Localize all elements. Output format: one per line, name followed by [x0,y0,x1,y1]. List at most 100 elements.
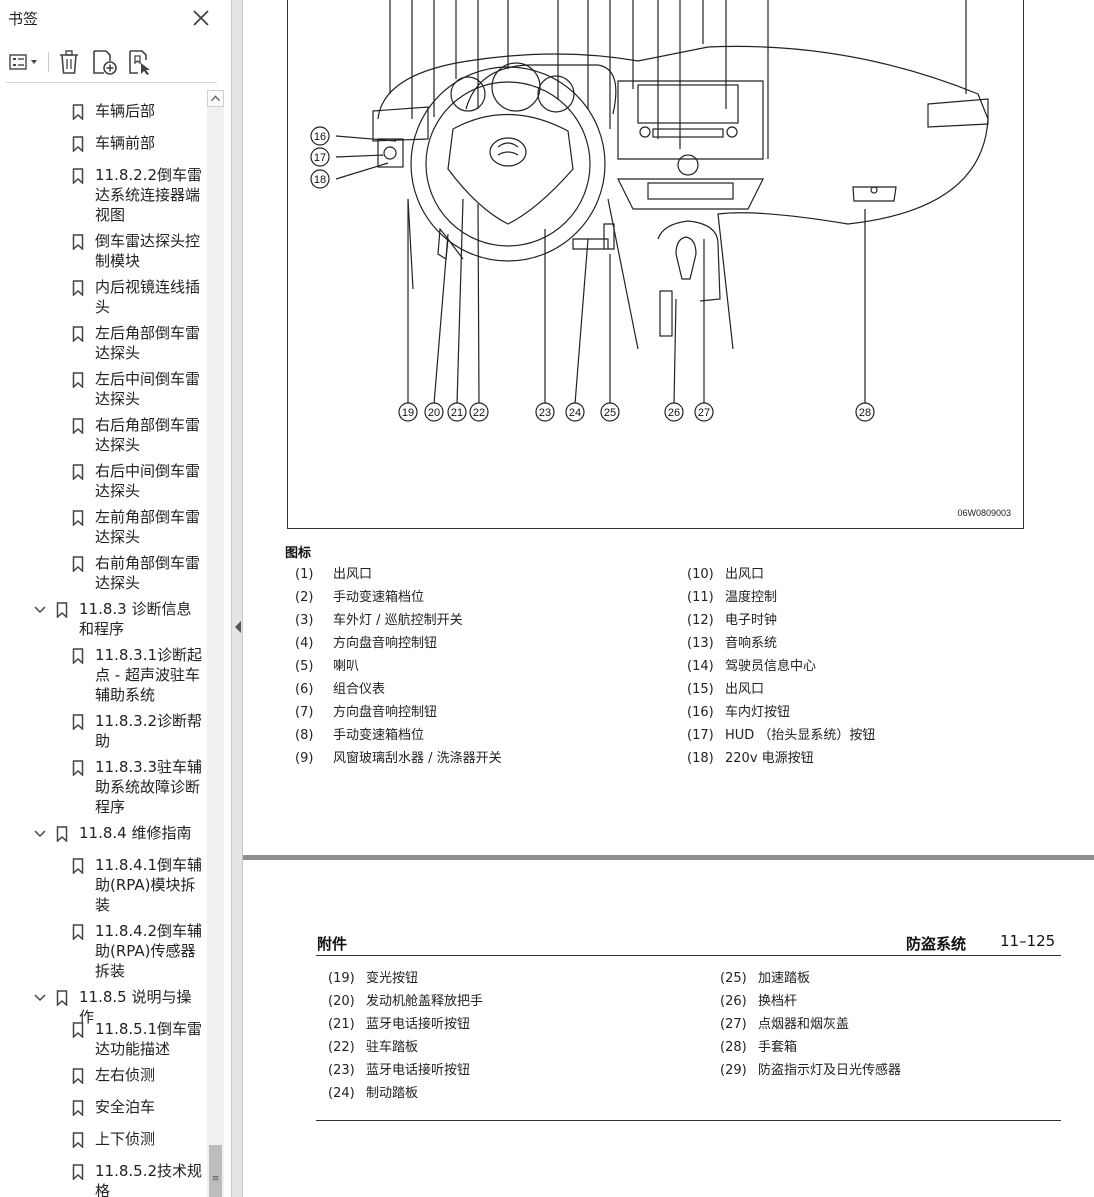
chevron-down-icon[interactable] [33,991,47,1005]
legend-text: 蓝牙电话接听按钮 [366,1063,471,1078]
callout-circle [664,402,684,422]
scroll-up-icon[interactable] [207,90,224,107]
chevron-down-icon[interactable] [33,827,47,841]
bookmark-item[interactable]: 11.8.3 诊断信息和程序 [0,599,207,639]
bookmark-icon [56,990,68,1006]
bookmark-tree: – - [0,84,207,1197]
scrollbar-thumb[interactable]: ≡ [209,1145,222,1197]
bookmark-item[interactable]: 左前角部倒车雷达探头 [0,507,207,547]
legend-number: (13) [687,636,714,651]
bookmark-item[interactable]: 11.8.4.1倒车辅助(RPA)模块拆装 [0,855,207,915]
bookmark-label: 11.8.3 诊断信息和程序 [79,600,192,638]
legend-number: (19) [328,971,355,986]
bookmark-item[interactable]: 11.8.5.2技术规格 [0,1161,207,1197]
chevron-down-icon[interactable] [33,603,47,617]
legend-number: (26) [720,994,747,1009]
collapse-arrow-icon[interactable] [234,620,242,634]
legend-number: (12) [687,613,714,628]
bookmark-label: 上下侦测 [95,1130,156,1148]
bookmark-icon [72,924,84,940]
bookmark-label: 倒车雷达探头控制模块 [95,232,201,270]
bookmark-icon [72,136,84,152]
bookmark-icon [72,1164,84,1180]
bookmark-item[interactable]: 11.8.4 维修指南 [0,823,207,843]
legend-row: (26)换档杆 [720,994,797,1010]
bookmark-item[interactable]: 11.8.3.3驻车辅助系统故障诊断程序 [0,757,207,817]
bookmark-label: 11.8.5.1倒车雷达功能描述 [95,1020,203,1058]
bookmark-item[interactable]: 左后中间倒车雷达探头 [0,369,207,409]
legend-row: (29)防盗指示灯及日光传感器 [720,1063,901,1079]
legend-row: (28)手套箱 [720,1040,797,1056]
bookmark-item[interactable]: 右后角部倒车雷达探头 [0,415,207,455]
bookmark-item[interactable]: 内后视镜连线插头 [0,277,207,317]
bookmark-label: 车辆前部 [95,134,156,152]
add-bookmark-icon[interactable] [90,48,118,76]
bookmark-item[interactable]: 右前角部倒车雷达探头 [0,553,207,593]
bookmark-item[interactable]: 安全泊车 [0,1097,207,1117]
bookmark-label: 左后中间倒车雷达探头 [95,370,201,408]
bookmark-item[interactable]: 车辆前部 [0,133,207,153]
bookmark-item[interactable]: 11.8.5.1倒车雷达功能描述 [0,1019,207,1059]
header-rule [316,955,1061,956]
find-bookmark-icon[interactable] [126,48,154,76]
callout-number: 27 [698,407,710,419]
bookmark-item[interactable]: 11.8.3.2诊断帮助 [0,711,207,751]
bookmark-item[interactable]: 左后角部倒车雷达探头 [0,323,207,363]
close-icon[interactable] [190,7,212,29]
legend-row: (4)方向盘音响控制钮 [295,636,437,652]
legend-text: 加速踏板 [758,971,811,986]
bookmark-item[interactable]: 左右侦测 [0,1065,207,1085]
bookmark-label: 11.8.3.1诊断起点 - 超声波驻车辅助系统 [95,646,203,704]
legend-row: (13)音响系统 [687,636,777,652]
legend-row: (2)手动变速箱档位 [295,590,424,606]
callout-number: 18 [314,174,326,186]
trash-icon[interactable] [56,48,82,76]
bookmark-icon [72,714,84,730]
bookmark-icon [72,510,84,526]
legend-number: (17) [687,728,714,743]
bookmark-item-partial: – - [95,84,205,92]
scrollbar-grip: ≡ [211,1174,220,1184]
legend-row: (23) 蓝牙电话接听按钮 [328,1063,470,1079]
legend-row: (22)驻车踏板 [328,1040,418,1056]
bookmark-item[interactable]: 11.8.4.2倒车辅助(RPA)传感器拆装 [0,921,207,981]
bookmark-item[interactable]: 11.8.5 说明与操作 [0,987,207,1026]
bookmark-label: 11.8.5 说明与操作 [79,988,192,1026]
sidebar-scrollbar[interactable]: ≡ [207,90,224,1197]
legend-number: (3) [295,613,314,628]
legend-text: 温度控制 [725,590,778,605]
bookmark-item[interactable]: 11.8.2.2倒车雷达系统连接器端视图 [0,165,207,225]
legend-text: 驻车踏板 [366,1040,419,1055]
bookmark-icon [72,1100,84,1116]
legend-number: (6) [295,682,314,697]
bookmark-item[interactable]: 11.8.3.1诊断起点 - 超声波驻车辅助系统 [0,645,207,705]
legend-row: (6)组合仪表 [295,682,385,698]
callout-number: 16 [314,131,326,143]
legend-text: 出风口 [725,682,765,697]
legend-row: (3)车外灯 / 巡航控制开关 [295,613,463,629]
legend-number: (28) [720,1040,747,1055]
bookmark-item[interactable]: 倒车雷达探头控制模块 [0,231,207,271]
legend-number: (21) [328,1017,355,1032]
bookmark-label: 11.8.5.2技术规格 [95,1162,203,1197]
legend-row: (27)点烟器和烟灰盖 [720,1017,849,1033]
bookmark-icon [72,760,84,776]
bookmark-icon [72,556,84,572]
page-header-left: 附件 [317,935,348,953]
bookmark-icon [72,1022,84,1038]
list-options-icon[interactable] [6,48,42,76]
callout-number: 24 [569,407,581,419]
legend-number: (2) [295,590,314,605]
bookmark-label: 右前角部倒车雷达探头 [95,554,201,592]
legend-number: (23) [328,1063,355,1078]
bookmark-label: 11.8.4 维修指南 [79,824,192,842]
bookmark-item[interactable]: 上下侦测 [0,1129,207,1149]
callout-circle [855,402,875,422]
bookmark-item[interactable]: 车辆后部 [0,101,207,121]
panel-splitter[interactable] [231,0,243,1197]
legend-text: 方向盘音响控制钮 [333,636,438,651]
bookmark-item[interactable]: 右后中间倒车雷达探头 [0,461,207,501]
callout-number: 22 [473,407,485,419]
bookmark-icon [72,234,84,250]
